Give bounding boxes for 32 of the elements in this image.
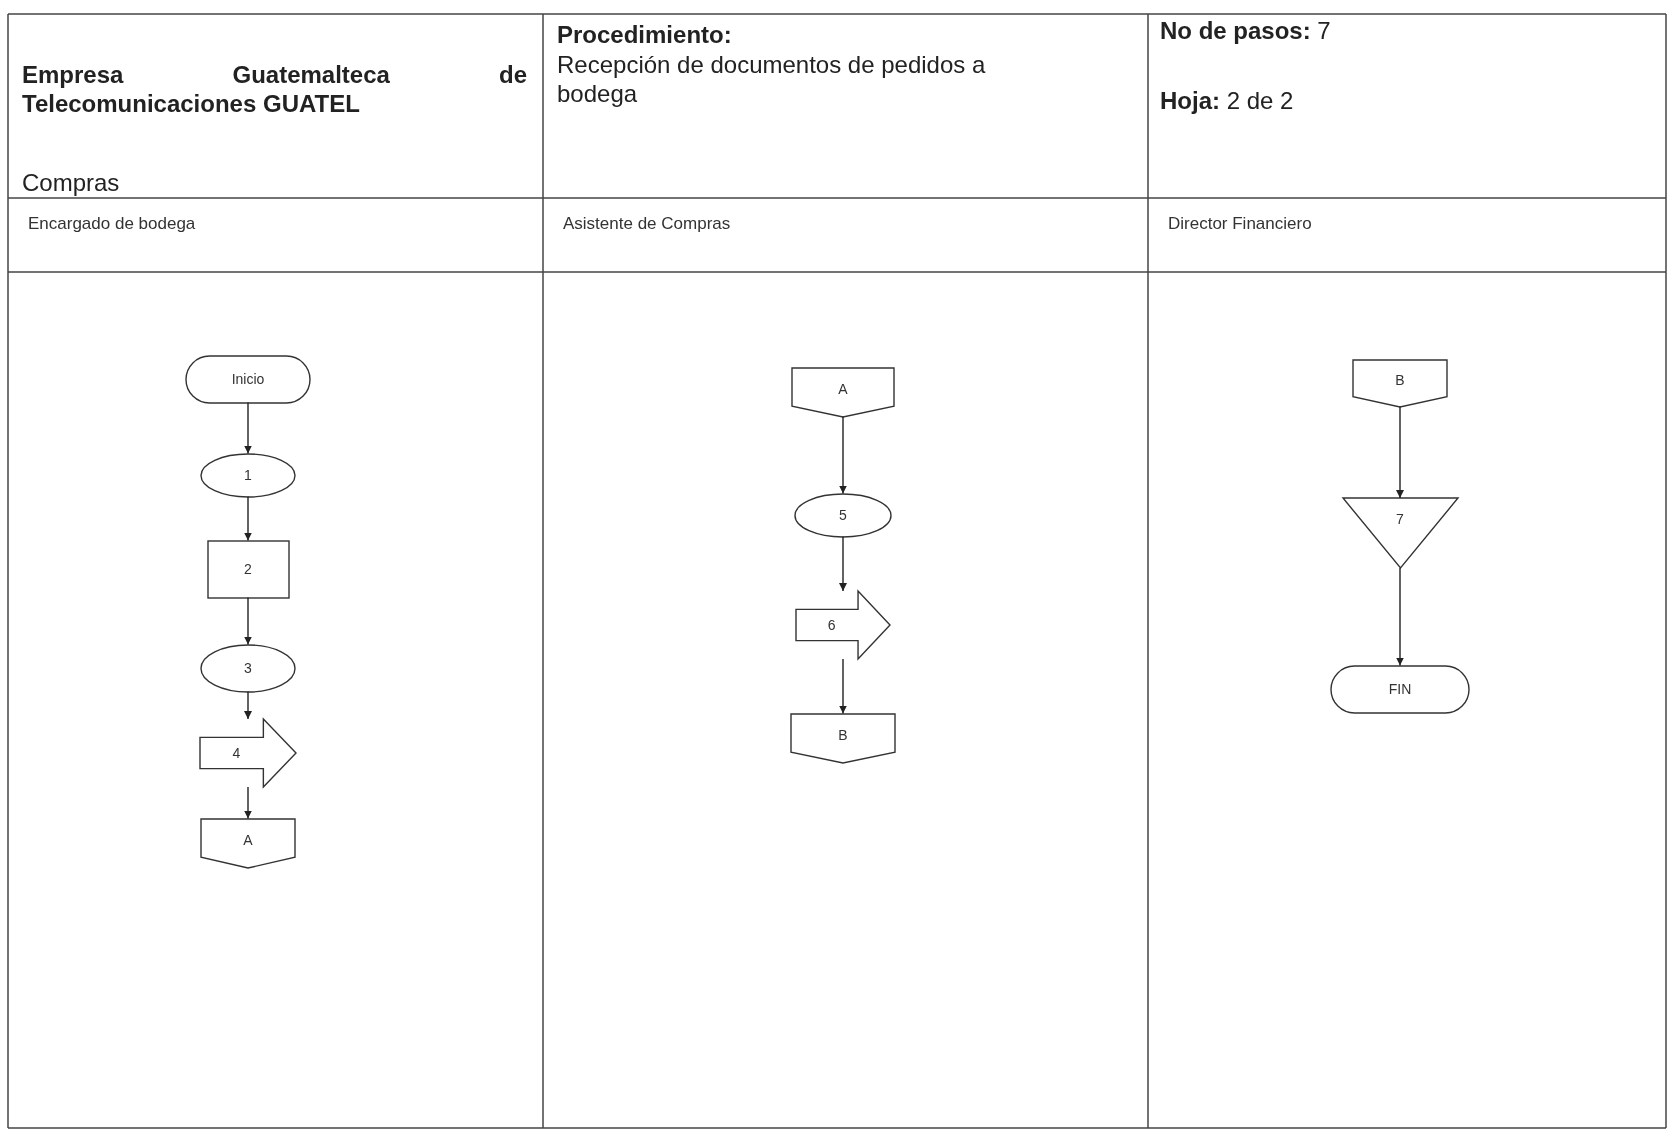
storage-triangle: 7 (1342, 498, 1458, 568)
header-text: Procedimiento: (557, 20, 733, 49)
header-text: No de pasos: 7 (1160, 16, 1332, 45)
arrow (1396, 567, 1404, 667)
process-ellipse: 5 (795, 493, 891, 537)
page-connector-shape: B (791, 713, 895, 763)
arrow (244, 690, 252, 720)
arrow (244, 596, 252, 646)
lane-heading: Encargado de bodega (28, 214, 196, 234)
arrow (244, 495, 252, 542)
terminal-shape: FIN (1331, 665, 1469, 713)
header-text: Empresa Guatemalteca de Telecomunicaciones GUATEL (22, 60, 527, 118)
header-text: Recepción de documentos de pedidos a bodega (557, 50, 987, 108)
arrow (839, 415, 847, 495)
page-connector-shape: B (1353, 359, 1447, 407)
process-box: 2 (207, 540, 289, 598)
transport-arrow-shape: 6 (796, 591, 890, 659)
header-text: Compras (22, 168, 121, 197)
arrow (839, 535, 847, 592)
lane-heading: Asistente de Compras (563, 214, 731, 234)
arrow (244, 401, 252, 455)
transport-arrow-shape: 4 (200, 719, 296, 787)
terminal-shape: Inicio (186, 355, 310, 403)
arrow (839, 658, 847, 715)
process-ellipse: 1 (201, 453, 295, 497)
page-connector-shape: A (792, 367, 894, 417)
header-text: Hoja: 2 de 2 (1160, 86, 1295, 115)
process-ellipse: 3 (201, 644, 295, 692)
page-connector-shape: A (201, 818, 295, 868)
arrow (1396, 405, 1404, 499)
arrow (244, 786, 252, 820)
lane-heading: Director Financiero (1168, 214, 1312, 234)
